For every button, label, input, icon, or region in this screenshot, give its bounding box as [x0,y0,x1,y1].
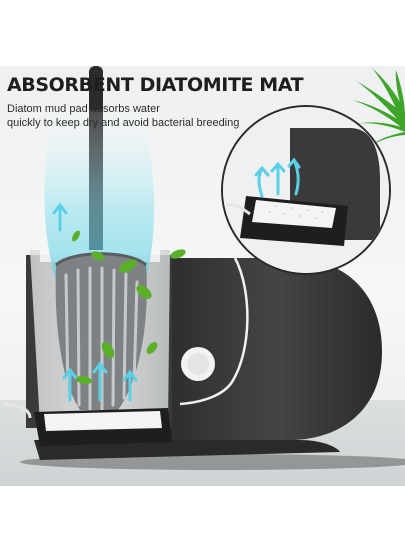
brush-head [54,252,148,412]
holder-body [20,257,405,470]
detail-zoom-circle [221,105,391,275]
airflow-mist [44,110,155,300]
palm-leaf-icon [352,68,405,148]
airflow-arrow-icon [254,157,301,198]
description-line-2: quickly to keep dry and avoid bacterial … [7,117,240,129]
wall-hook [1,402,32,419]
description-line-1: Diatom mud pad absorbs water [7,103,160,115]
headline: ABSORBENT DIATOMITE MAT [7,74,304,96]
diatomite-tray [34,408,172,446]
airflow-arrow-icon [52,202,138,402]
leaf-icon [72,230,186,385]
description: Diatom mud pad absorbs water quickly to … [7,102,247,130]
